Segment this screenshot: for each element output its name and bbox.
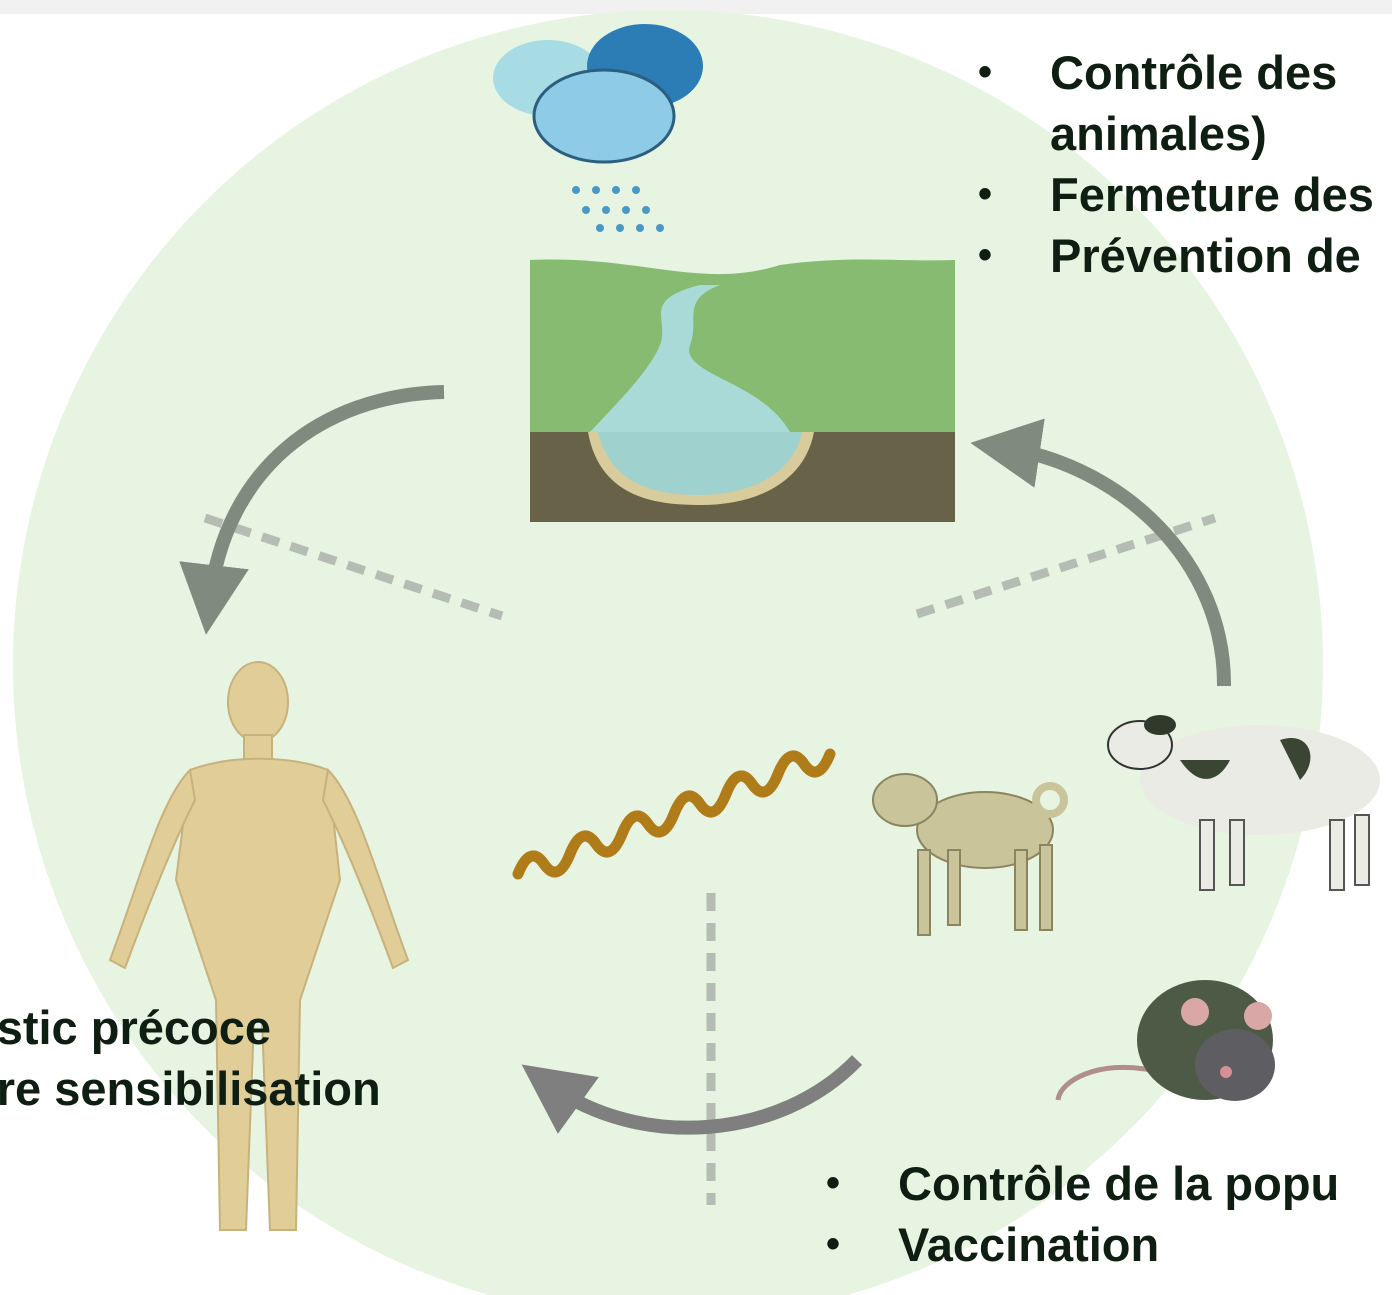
leptospira-bacterium-icon <box>512 748 836 880</box>
animal-item-2: • Vaccination <box>826 1214 1339 1275</box>
cow-icon <box>1107 715 1380 891</box>
river-landscape-icon <box>530 259 955 522</box>
bullet: • <box>978 172 993 216</box>
env-item-1: • Contrôle des animales) <box>978 42 1374 164</box>
environment-measures: • Contrôle des animales) • Fermeture des • P… <box>978 42 1374 286</box>
env-item-2-text: Fermeture des <box>1050 168 1374 221</box>
animal-item-1-text: Contrôle de la popu <box>898 1157 1340 1210</box>
human-item-2: ure sensibilisation <box>0 1062 381 1115</box>
animal-item-2-text: Vaccination <box>898 1218 1160 1271</box>
animal-item-1: • Contrôle de la popu <box>826 1153 1339 1214</box>
dog-icon <box>872 773 1068 936</box>
bullet: • <box>978 50 993 94</box>
sector-dividers <box>203 513 1217 1205</box>
env-item-2: • Fermeture des <box>978 164 1374 225</box>
env-item-1-text: Contrôle des <box>1050 46 1338 99</box>
env-item-1-continuation: animales) <box>1050 107 1267 160</box>
human-item-1: ostic précoce <box>0 1001 272 1054</box>
rain-cloud-icon <box>493 24 703 232</box>
bullet: • <box>978 233 993 277</box>
human-measures: ostic précoce ure sensibilisation <box>0 997 381 1119</box>
human-figure-icon <box>108 661 410 1231</box>
env-item-3-text: Prévention de <box>1050 229 1361 282</box>
rat-icon <box>1055 980 1275 1101</box>
bullet: • <box>826 1222 841 1266</box>
env-item-3: • Prévention de <box>978 225 1374 286</box>
top-strip <box>0 0 1392 14</box>
arrow-animal-to-human <box>521 1055 863 1135</box>
bullet: • <box>826 1161 841 1205</box>
animal-measures: • Contrôle de la popu • Vaccination <box>826 1153 1339 1275</box>
arrow-environment-to-human <box>179 385 445 635</box>
arrow-animal-to-environment <box>970 418 1232 687</box>
background-circle <box>13 10 1323 1295</box>
